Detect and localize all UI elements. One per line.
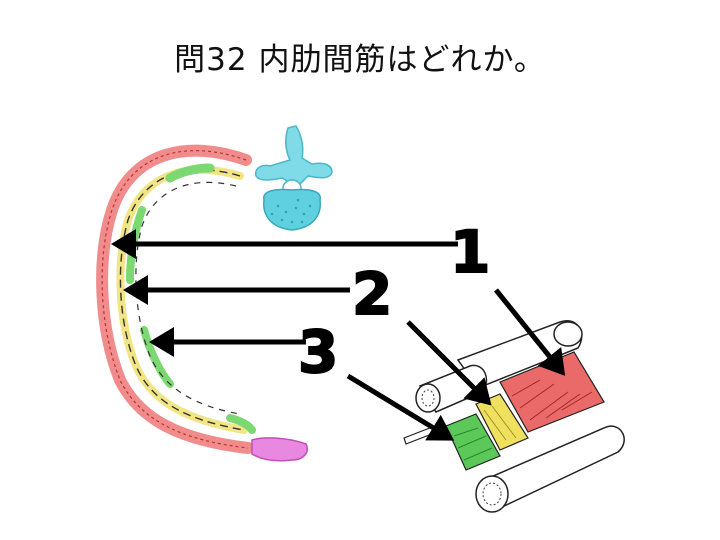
arrow-2-block [406, 320, 492, 406]
label-3: 3 [298, 318, 338, 386]
sternum-icon [251, 437, 308, 462]
arrow-3-block [346, 373, 455, 441]
question-title: 問32 内肋間筋はどれか。 [174, 42, 546, 78]
rib-block-diagram [403, 319, 625, 513]
arrows [111, 229, 566, 441]
thoracic-wall [96, 144, 256, 454]
label-2: 2 [352, 260, 392, 328]
label-1: 1 [450, 218, 490, 286]
vertebra-icon [254, 125, 333, 231]
arrow-1-block [494, 288, 566, 376]
